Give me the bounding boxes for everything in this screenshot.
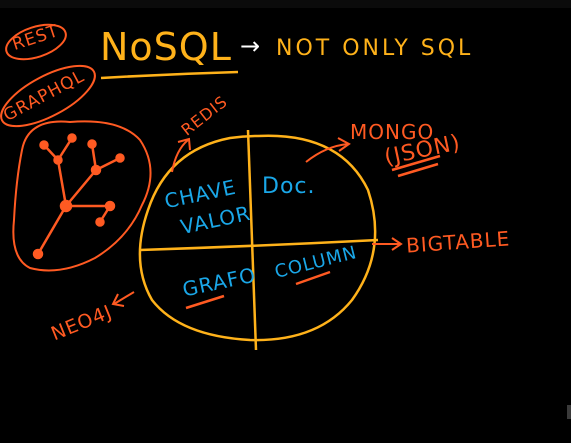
- rest-circle: [5, 23, 67, 61]
- graph-outline: [12, 120, 152, 272]
- graphql-circle: [0, 64, 96, 128]
- title-underline: [100, 70, 239, 80]
- grafo-underline: [185, 294, 225, 310]
- page-title: NoSQL: [100, 25, 232, 69]
- graph-tree: [32, 133, 125, 260]
- arrow-neo4j: [111, 291, 135, 307]
- arrow-mongo: [305, 137, 351, 163]
- scrollbar-edge: [567, 405, 571, 419]
- json-underline-2: [397, 162, 439, 178]
- horizontal-divider: [139, 238, 379, 252]
- column-underline: [295, 270, 331, 286]
- mongo-label: MONGO: [350, 120, 435, 144]
- top-bar: [0, 0, 571, 8]
- page-subtitle: NOT ONLY SQL: [276, 36, 474, 61]
- vertical-divider: [246, 129, 258, 351]
- arrow-redis: [171, 137, 191, 173]
- json-underline: [391, 154, 441, 172]
- title-arrow: →: [240, 32, 262, 60]
- quadrant-doc-label: Doc.: [262, 174, 316, 199]
- main-circle: [138, 134, 377, 342]
- arrow-bigtable: [372, 237, 403, 251]
